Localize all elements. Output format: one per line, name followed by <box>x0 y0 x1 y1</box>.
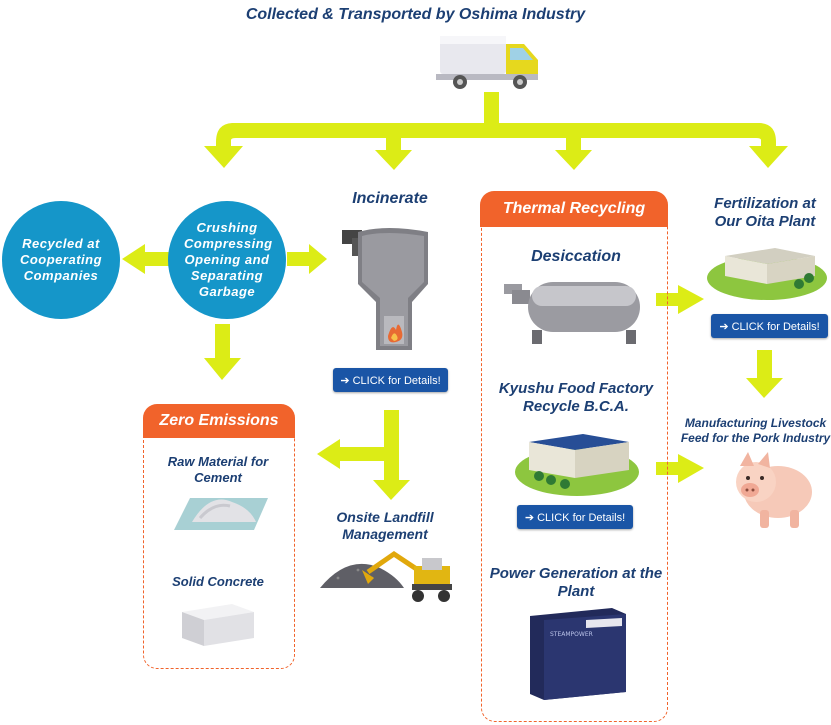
crushing-node: Crushing Compressing Opening and Separat… <box>168 201 286 319</box>
livestock-label: Manufacturing Livestock Feed for the Por… <box>680 416 831 445</box>
incinerator-icon <box>342 228 428 350</box>
cement-label: Raw Material for Cement <box>167 454 269 485</box>
diagram-title: Collected & Transported by Oshima Indust… <box>245 6 586 23</box>
excavator-icon <box>320 550 452 602</box>
landfill-title: Onsite Landfill Management <box>336 509 434 542</box>
truck-icon <box>436 36 538 89</box>
pig-icon <box>736 452 812 528</box>
incinerate-details-button[interactable]: ➔ CLICK for Details! <box>333 368 448 392</box>
desiccator-icon <box>504 282 640 344</box>
concrete-block-icon <box>182 604 254 646</box>
incinerate-title: Incinerate <box>352 190 428 207</box>
power-title: Power Generation at the Plant <box>489 565 663 600</box>
factory-icon <box>515 434 639 496</box>
zero-emissions-tab: Zero Emissions <box>143 404 295 438</box>
crushing-label: Crushing Compressing Opening and Separat… <box>184 220 273 299</box>
cement-pile-icon <box>174 498 268 530</box>
concrete-label: Solid Concrete <box>172 574 264 589</box>
thermal-recycling-tab: Thermal Recycling <box>480 191 668 227</box>
recycled-label: Recycled at Cooperating Companies <box>19 236 103 283</box>
kyushu-title: Kyushu Food Factory Recycle B.C.A. <box>498 380 654 415</box>
fertilization-details-button[interactable]: ➔ CLICK for Details! <box>711 314 828 338</box>
fertilization-title: Fertilization at Our Oita Plant <box>714 195 816 230</box>
power-generator-icon: STEAMPOWER <box>530 608 626 700</box>
kyushu-details-button[interactable]: ➔ CLICK for Details! <box>517 505 633 529</box>
power-unit-label: STEAMPOWER <box>550 631 593 638</box>
desiccation-title: Desiccation <box>531 248 621 265</box>
recycled-node: Recycled at Cooperating Companies <box>2 201 120 319</box>
oita-plant-icon <box>707 248 827 300</box>
